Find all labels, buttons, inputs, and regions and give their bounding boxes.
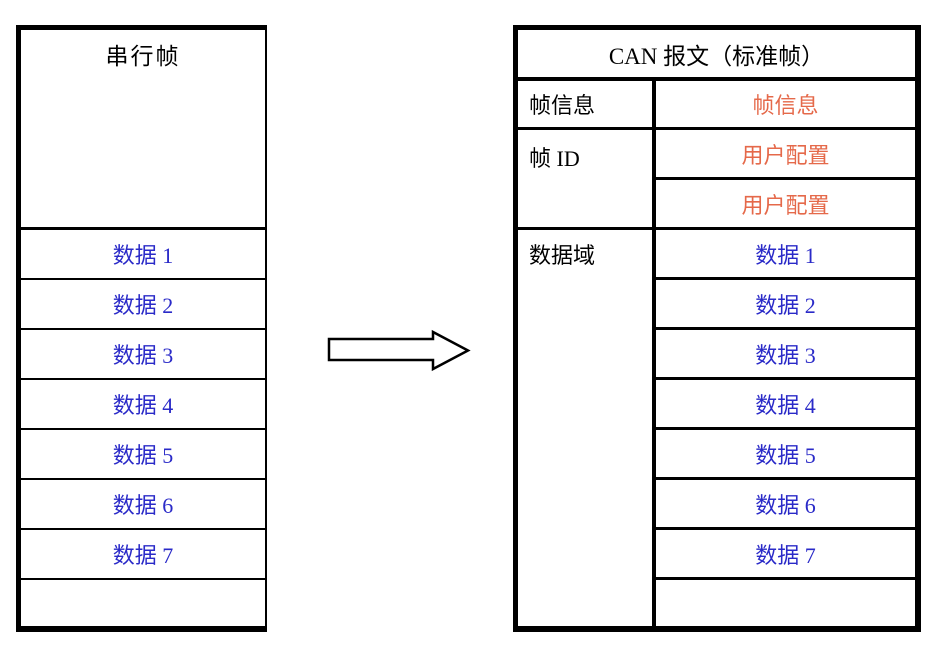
serial-data-row-2: 数据 2 [21, 280, 265, 330]
serial-data-row-1: 数据 1 [21, 230, 265, 280]
can-data-row-1: 数据 1 [656, 230, 915, 280]
frame-id-config-2: 用户配置 [741, 192, 830, 218]
can-data-row-6: 数据 6 [656, 480, 915, 530]
serial-empty-row [21, 580, 265, 626]
can-data-row-7: 数据 7 [656, 530, 915, 580]
frame-info-row: 帧信息 帧信息 [518, 81, 915, 130]
frame-id-label: 帧 ID [518, 130, 656, 227]
serial-data-row-3: 数据 3 [21, 330, 265, 380]
can-message-table: CAN 报文（标准帧） 帧信息 帧信息 帧 ID 用户配置 用户配置 数据域 数… [513, 25, 921, 632]
can-data-row-4: 数据 4 [656, 380, 915, 430]
frame-info-label: 帧信息 [518, 81, 656, 127]
transform-arrow [320, 325, 480, 377]
serial-data-row-5: 数据 5 [21, 430, 265, 480]
right-arrow-icon [327, 329, 471, 372]
can-message-title: CAN 报文（标准帧） [518, 30, 915, 81]
can-data-row-3: 数据 3 [656, 330, 915, 380]
serial-data-row-6: 数据 6 [21, 480, 265, 530]
serial-frame-table: 串行帧 数据 1 数据 2 数据 3 数据 4 数据 5 数据 6 数据 7 [16, 25, 267, 632]
serial-data-row-7: 数据 7 [21, 530, 265, 580]
frame-info-value: 帧信息 [752, 93, 819, 118]
can-empty-row [656, 580, 915, 626]
serial-data-row-4: 数据 4 [21, 380, 265, 430]
serial-frame-title: 串行帧 [21, 30, 265, 230]
data-field-section: 数据域 数据 1 数据 2 数据 3 数据 4 数据 5 数据 6 数据 7 [518, 230, 915, 626]
frame-id-config-1: 用户配置 [656, 130, 915, 180]
can-data-row-2: 数据 2 [656, 280, 915, 330]
data-field-label: 数据域 [518, 230, 656, 626]
can-data-row-5: 数据 5 [656, 430, 915, 480]
frame-id-section: 帧 ID 用户配置 用户配置 [518, 130, 915, 230]
